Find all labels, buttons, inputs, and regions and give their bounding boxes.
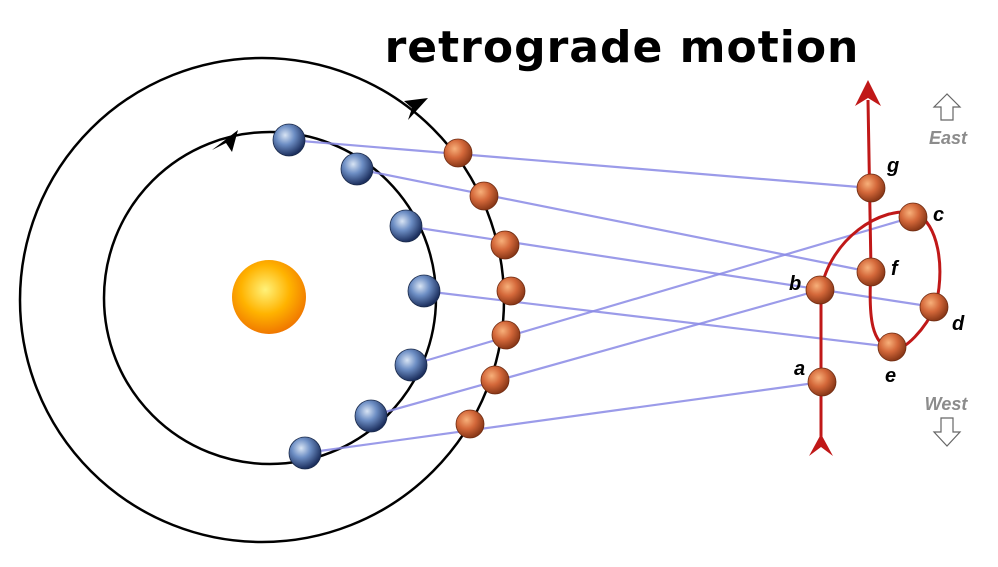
west-arrow-icon <box>932 417 962 447</box>
earth-icon <box>288 436 322 470</box>
earth-icon <box>389 209 423 243</box>
path-start-arrowhead <box>809 434 833 456</box>
mars-icon <box>469 181 499 211</box>
mars-position-g-icon <box>856 173 886 203</box>
east-arrow-icon <box>932 93 962 121</box>
mars-icon <box>455 409 485 439</box>
mars-icon <box>496 276 526 306</box>
point-label-d: d <box>952 313 965 335</box>
earth-positions <box>272 123 441 470</box>
apparent-positions <box>805 173 949 397</box>
point-label-e: e <box>885 365 896 387</box>
mars-icon <box>480 365 510 395</box>
path-end-arrowhead <box>855 80 881 106</box>
west-indicator: West <box>925 394 969 447</box>
sun-icon <box>232 260 306 334</box>
sight-line <box>304 380 823 455</box>
mars-position-f-icon <box>856 257 886 287</box>
earth-icon <box>394 348 428 382</box>
point-label-f: f <box>891 258 900 280</box>
sight-lines <box>288 138 935 455</box>
east-label: East <box>929 128 968 148</box>
mars-orbit-direction-arrow <box>404 98 428 120</box>
point-label-a: a <box>794 358 805 380</box>
mars-position-c-icon <box>898 202 928 232</box>
earth-icon <box>272 123 306 157</box>
mars-position-e-icon <box>877 332 907 362</box>
mars-position-d-icon <box>919 292 949 322</box>
west-label: West <box>925 394 969 414</box>
diagram-title: retrograde motion <box>385 22 860 73</box>
mars-icon <box>490 230 520 260</box>
sight-line <box>370 288 821 418</box>
east-indicator: East <box>929 93 968 148</box>
sight-line <box>288 138 872 190</box>
point-label-g: g <box>886 155 899 177</box>
sight-line <box>405 224 935 309</box>
point-labels: a b c d e f g <box>789 155 965 387</box>
mars-position-a-icon <box>807 367 837 397</box>
earth-orbit-direction-arrow <box>212 130 238 152</box>
earth-icon <box>340 152 374 186</box>
mars-position-b-icon <box>805 275 835 305</box>
point-label-b: b <box>789 273 801 295</box>
earth-icon <box>407 274 441 308</box>
mars-icon <box>443 138 473 168</box>
sight-line <box>356 167 872 274</box>
mars-icon <box>491 320 521 350</box>
earth-icon <box>354 399 388 433</box>
mars-orbit-positions <box>443 138 526 439</box>
point-label-c: c <box>933 204 944 226</box>
